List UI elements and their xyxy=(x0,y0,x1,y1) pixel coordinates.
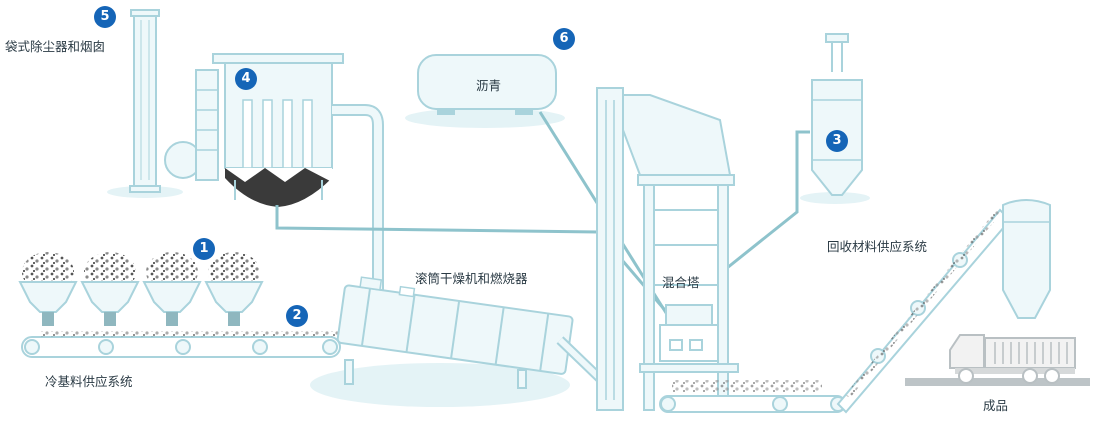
connector-lines xyxy=(275,111,810,317)
dryer-label: 滚筒干燥机和燃烧器 xyxy=(415,271,528,286)
mixing-tower xyxy=(622,94,739,411)
badge-5: 5 xyxy=(94,6,116,28)
baghouse xyxy=(212,53,384,300)
cold-feed-label: 冷基料供应系统 xyxy=(45,374,133,389)
dryer-drum xyxy=(336,276,616,394)
truck xyxy=(949,334,1076,384)
storage-silo xyxy=(1002,199,1051,319)
baghouse-label: 袋式除尘器和烟囱 xyxy=(5,39,106,54)
stack xyxy=(129,9,161,193)
baghouse-fan xyxy=(164,69,219,181)
cold-feed-conveyor xyxy=(21,331,345,358)
recycled-label: 回收材料供应系统 xyxy=(827,239,928,254)
mixing-tower-label: 混合塔 xyxy=(662,275,700,290)
asphalt-label: 沥青 xyxy=(476,78,502,93)
product-label: 成品 xyxy=(983,398,1009,413)
recycled-silo xyxy=(811,33,863,196)
asphalt-tank xyxy=(417,54,557,115)
cold-feed-bins xyxy=(18,252,264,326)
product-conveyor xyxy=(659,208,1012,414)
badge-1: 1 xyxy=(193,238,215,260)
badge-6: 6 xyxy=(553,28,575,50)
bucket-elevator xyxy=(596,87,624,411)
badge-4: 4 xyxy=(235,68,257,90)
badge-3: 3 xyxy=(826,130,848,152)
badge-2: 2 xyxy=(286,305,308,327)
